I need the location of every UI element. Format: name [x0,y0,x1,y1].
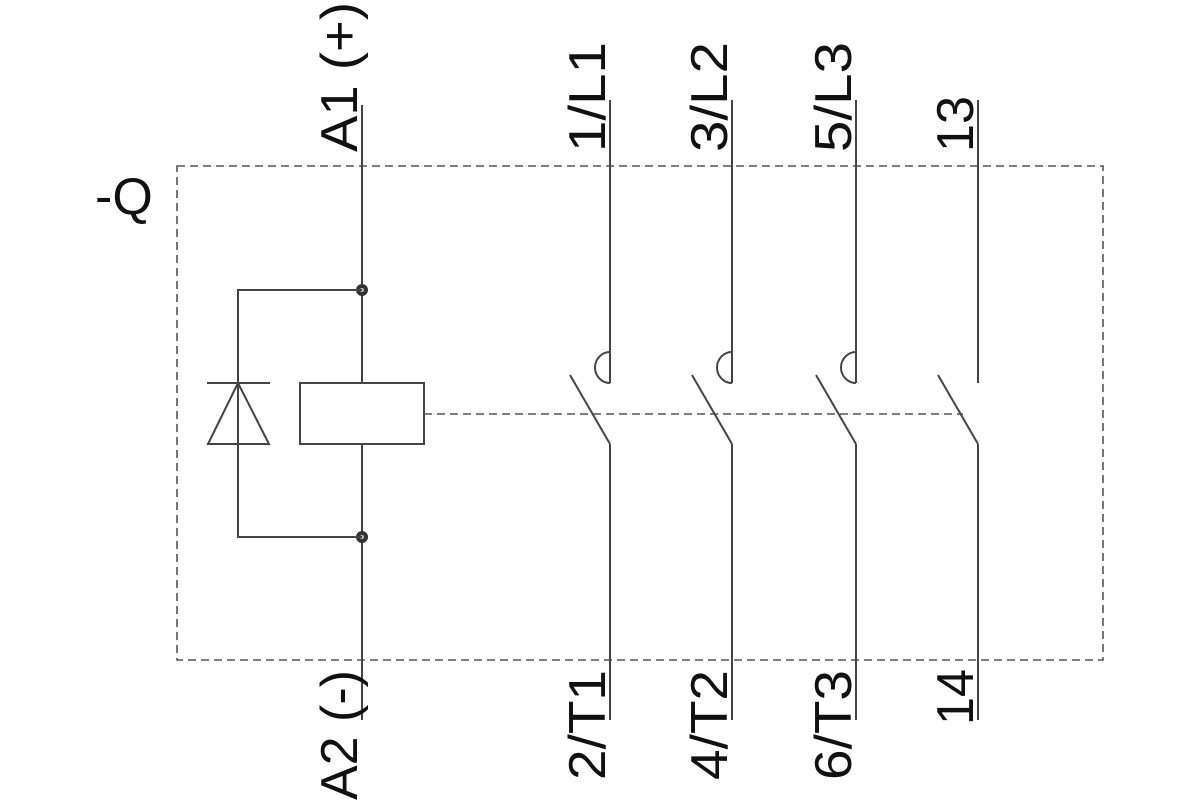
coil-circuit [206,105,963,720]
pole-2: 3/L2 4/T2 [681,42,739,780]
switch-blade [569,374,611,445]
terminal-label-top: 5/L3 [805,42,863,152]
device-boundary [176,165,1104,661]
device-label: -Q [95,168,153,226]
coil [299,382,425,445]
terminal-label-bottom: 6/T3 [805,670,863,780]
arc-chute-icon [716,351,733,384]
switch-blade [815,374,857,445]
terminal-label-a2: A2 (-) [311,670,369,800]
pole-4: 13 14 [927,96,985,725]
terminal-label-a1: A1 (+) [311,2,369,152]
diode-triangle-icon [206,380,271,445]
arc-chute-icon [840,351,857,384]
pole-1: 1/L1 2/T1 [559,42,617,780]
terminal-label-bottom: 4/T2 [681,670,739,780]
terminal-label-top: 1/L1 [559,42,617,152]
terminal-label-bottom: 2/T1 [559,670,617,780]
arc-chute-icon [594,351,611,384]
pole-3: 5/L3 6/T3 [805,42,863,780]
terminal-label-top: 13 [927,96,985,152]
diode-wire [237,289,362,538]
terminal-label-top: 3/L2 [681,42,739,152]
switch-blade [937,374,979,445]
terminal-label-bottom: 14 [927,669,985,725]
switch-blade [691,374,733,445]
